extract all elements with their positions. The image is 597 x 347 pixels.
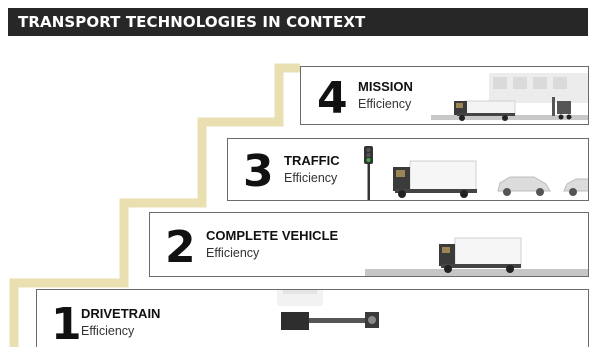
traffic-light-truck-and-cars-icon <box>364 146 588 200</box>
level-1-subtitle: Efficiency <box>81 324 135 338</box>
level-3-title: TRAFFIC <box>284 153 340 168</box>
level-3-number: 3 <box>243 146 274 197</box>
level-3-card: 3 TRAFFIC Efficiency <box>227 138 589 201</box>
level-4-card: 4 MISSION Efficiency <box>300 66 589 125</box>
level-2-subtitle: Efficiency <box>206 246 260 260</box>
level-1-number: 1 <box>51 299 82 347</box>
level-3-subtitle: Efficiency <box>284 171 338 185</box>
level-2-number: 2 <box>165 222 196 273</box>
level-2-card: 2 COMPLETE VEHICLE Efficiency <box>149 212 589 277</box>
level-4-number: 4 <box>317 73 348 124</box>
level-1-title: DRIVETRAIN <box>81 306 161 321</box>
truck-at-warehouse-with-forklift-icon <box>431 73 588 121</box>
level-2-title: COMPLETE VEHICLE <box>206 228 339 243</box>
level-4-subtitle: Efficiency <box>358 97 412 111</box>
level-1-card: 1 DRIVETRAIN Efficiency <box>36 289 589 347</box>
engine-drivetrain-icon <box>277 290 379 330</box>
section-header: TRANSPORT TECHNOLOGIES IN CONTEXT <box>8 8 588 36</box>
level-4-title: MISSION <box>358 79 413 94</box>
truck-on-road-icon <box>365 237 588 276</box>
